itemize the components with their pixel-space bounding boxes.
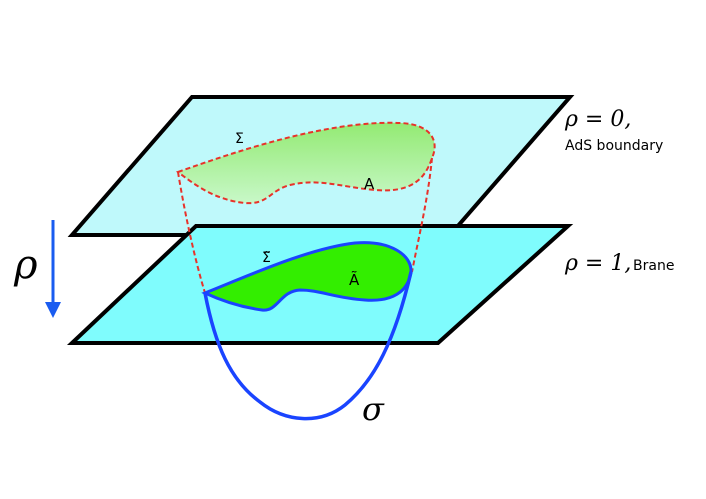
sigma-surface-label: σ — [362, 390, 385, 428]
region-a — [175, 121, 436, 205]
rho-arrow-head-icon — [45, 302, 61, 318]
rho-axis-label: ρ — [13, 242, 38, 288]
sigma-surface — [203, 271, 413, 421]
region-a-tilde — [201, 241, 413, 312]
sigma-bottom-label: Σ̃ — [262, 250, 271, 266]
bottom-plane-equation: ρ = 1, — [564, 251, 631, 276]
dashed-connector-left — [177, 171, 206, 294]
bottom-plane-name: Brane — [633, 258, 674, 274]
sigma-top-label: Σ — [235, 131, 244, 147]
top-plane-name: AdS boundary — [565, 138, 663, 154]
dashed-connector-right — [411, 157, 433, 273]
region-a-label: A — [364, 175, 375, 193]
region-a-tilde-label: Ã — [349, 270, 360, 289]
top-plane-equation: ρ = 0, — [564, 107, 631, 132]
